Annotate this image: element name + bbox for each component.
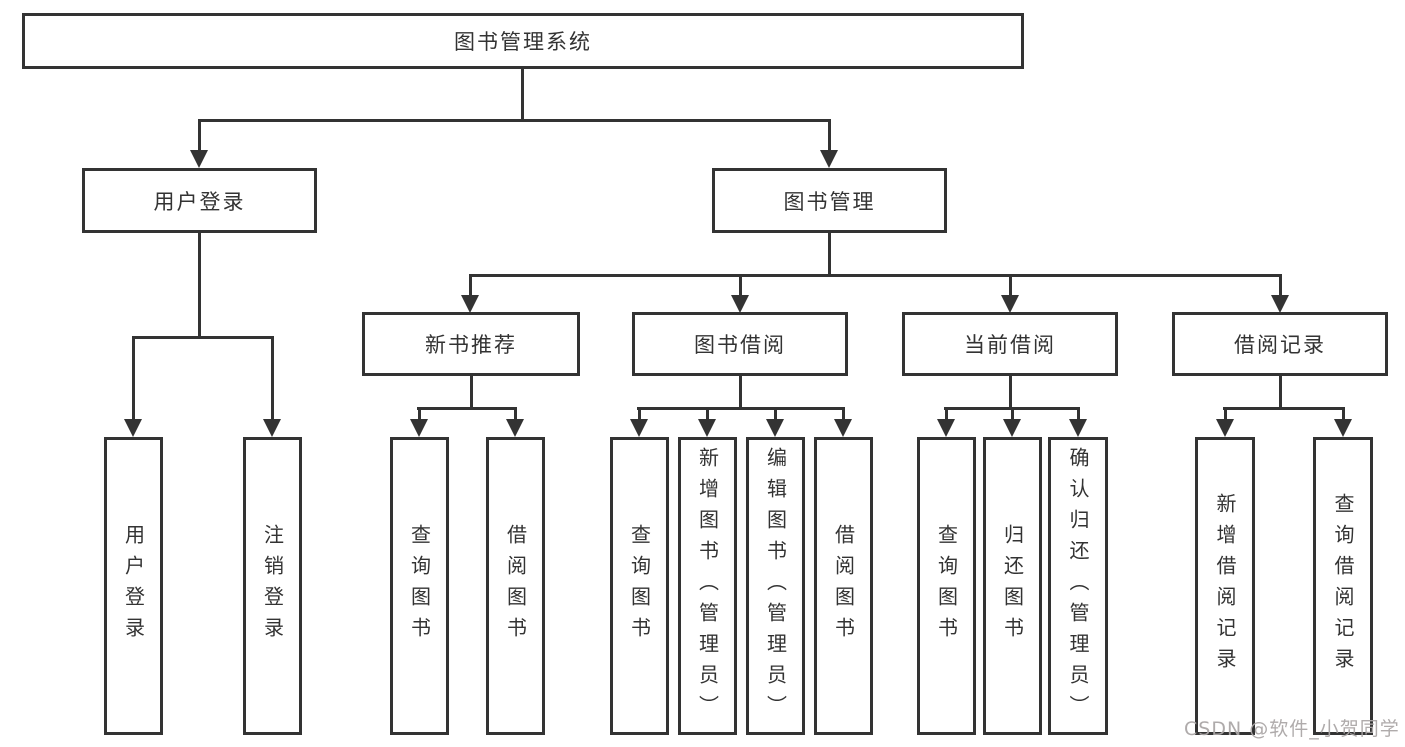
arrow-down-icon [1334,419,1352,437]
leaf-label: 查询图书 [934,524,959,648]
node-label: 图书管理 [783,189,876,214]
arrow-down-icon [766,419,784,437]
connector-line [706,407,709,421]
leaf-cb-query-books: 查询图书 [917,437,976,735]
leaf-user-login: 用户登录 [104,437,163,735]
arrow-down-icon [1003,419,1021,437]
connector-line [828,233,831,274]
connector-line [637,407,845,410]
leaf-bb-edit-books-admin: 编辑图书（管理员） [746,437,805,735]
connector-line [198,119,831,122]
connector-line [1342,407,1345,421]
arrow-down-icon [1069,419,1087,437]
connector-line [1224,407,1227,421]
leaf-br-add-record: 新增借阅记录 [1195,437,1255,735]
arrow-down-icon [506,419,524,437]
leaf-label: 编辑图书（管理员） [763,446,788,726]
arrow-down-icon [1216,419,1234,437]
leaf-bb-query-books: 查询图书 [610,437,669,735]
leaf-nbr-query-books: 查询图书 [390,437,449,735]
connector-line [132,336,274,339]
leaf-logout: 注销登录 [243,437,302,735]
node-book-management: 图书管理 [712,168,947,233]
connector-line [1279,274,1282,297]
leaf-bb-add-books-admin: 新增图书（管理员） [678,437,737,735]
arrow-down-icon [461,295,479,313]
connector-line [1009,274,1012,297]
connector-line [842,407,845,421]
node-label: 新书推荐 [425,333,517,357]
arrow-down-icon [630,419,648,437]
connector-line [1077,407,1080,421]
arrow-down-icon [834,419,852,437]
leaf-cb-return-books: 归还图书 [983,437,1042,735]
connector-line [198,119,201,152]
arrow-down-icon [124,419,142,437]
leaf-label: 查询借阅记录 [1331,493,1355,679]
connector-line [638,407,641,421]
leaf-label: 注销登录 [260,524,285,648]
leaf-label: 借阅图书 [831,524,856,648]
connector-line [945,407,948,421]
leaf-br-query-record: 查询借阅记录 [1313,437,1373,735]
node-new-book-recommend: 新书推荐 [362,312,580,376]
node-label: 用户登录 [153,189,246,214]
leaf-label: 借阅图书 [503,524,528,648]
connector-line [417,407,517,410]
connector-line [1223,407,1345,410]
leaf-cb-confirm-return-admin: 确认归还（管理员） [1048,437,1108,735]
node-borrowing-records: 借阅记录 [1172,312,1388,376]
node-label: 图书管理系统 [454,30,592,54]
leaf-bb-borrow-books: 借阅图书 [814,437,873,735]
arrow-down-icon [820,150,838,168]
connector-line [828,119,831,152]
connector-line [470,376,473,407]
arrow-down-icon [731,295,749,313]
connector-line [418,407,421,421]
arrow-down-icon [937,419,955,437]
connector-line [1009,376,1012,407]
node-label: 图书借阅 [694,333,786,357]
arrow-down-icon [1271,295,1289,313]
arrow-down-icon [698,419,716,437]
node-library-management-system: 图书管理系统 [22,13,1024,69]
arrow-down-icon [190,150,208,168]
leaf-label: 确认归还（管理员） [1066,446,1090,726]
connector-line [198,233,201,336]
node-current-borrowing: 当前借阅 [902,312,1118,376]
csdn-watermark: CSDN @软件_小贺同学 [1184,718,1400,740]
connector-line [132,336,135,420]
connector-line [1011,407,1014,421]
node-label: 借阅记录 [1234,333,1326,357]
connector-line [739,274,742,297]
connector-line [521,69,524,119]
leaf-label: 新增图书（管理员） [695,446,720,726]
connector-line [514,407,517,421]
arrow-down-icon [263,419,281,437]
leaf-label: 查询图书 [627,524,652,648]
connector-line [469,274,472,297]
node-book-borrowing: 图书借阅 [632,312,848,376]
leaf-nbr-borrow-books: 借阅图书 [486,437,545,735]
node-label: 当前借阅 [964,333,1056,357]
connector-line [774,407,777,421]
leaf-label: 查询图书 [407,524,432,648]
connector-line [739,376,742,407]
arrow-down-icon [410,419,428,437]
connector-line [271,336,274,420]
leaf-label: 新增借阅记录 [1213,493,1237,679]
leaf-label: 归还图书 [1000,524,1025,648]
arrow-down-icon [1001,295,1019,313]
leaf-label: 用户登录 [121,524,146,648]
connector-line [469,274,1282,277]
connector-line [1279,376,1282,407]
node-user-login: 用户登录 [82,168,317,233]
